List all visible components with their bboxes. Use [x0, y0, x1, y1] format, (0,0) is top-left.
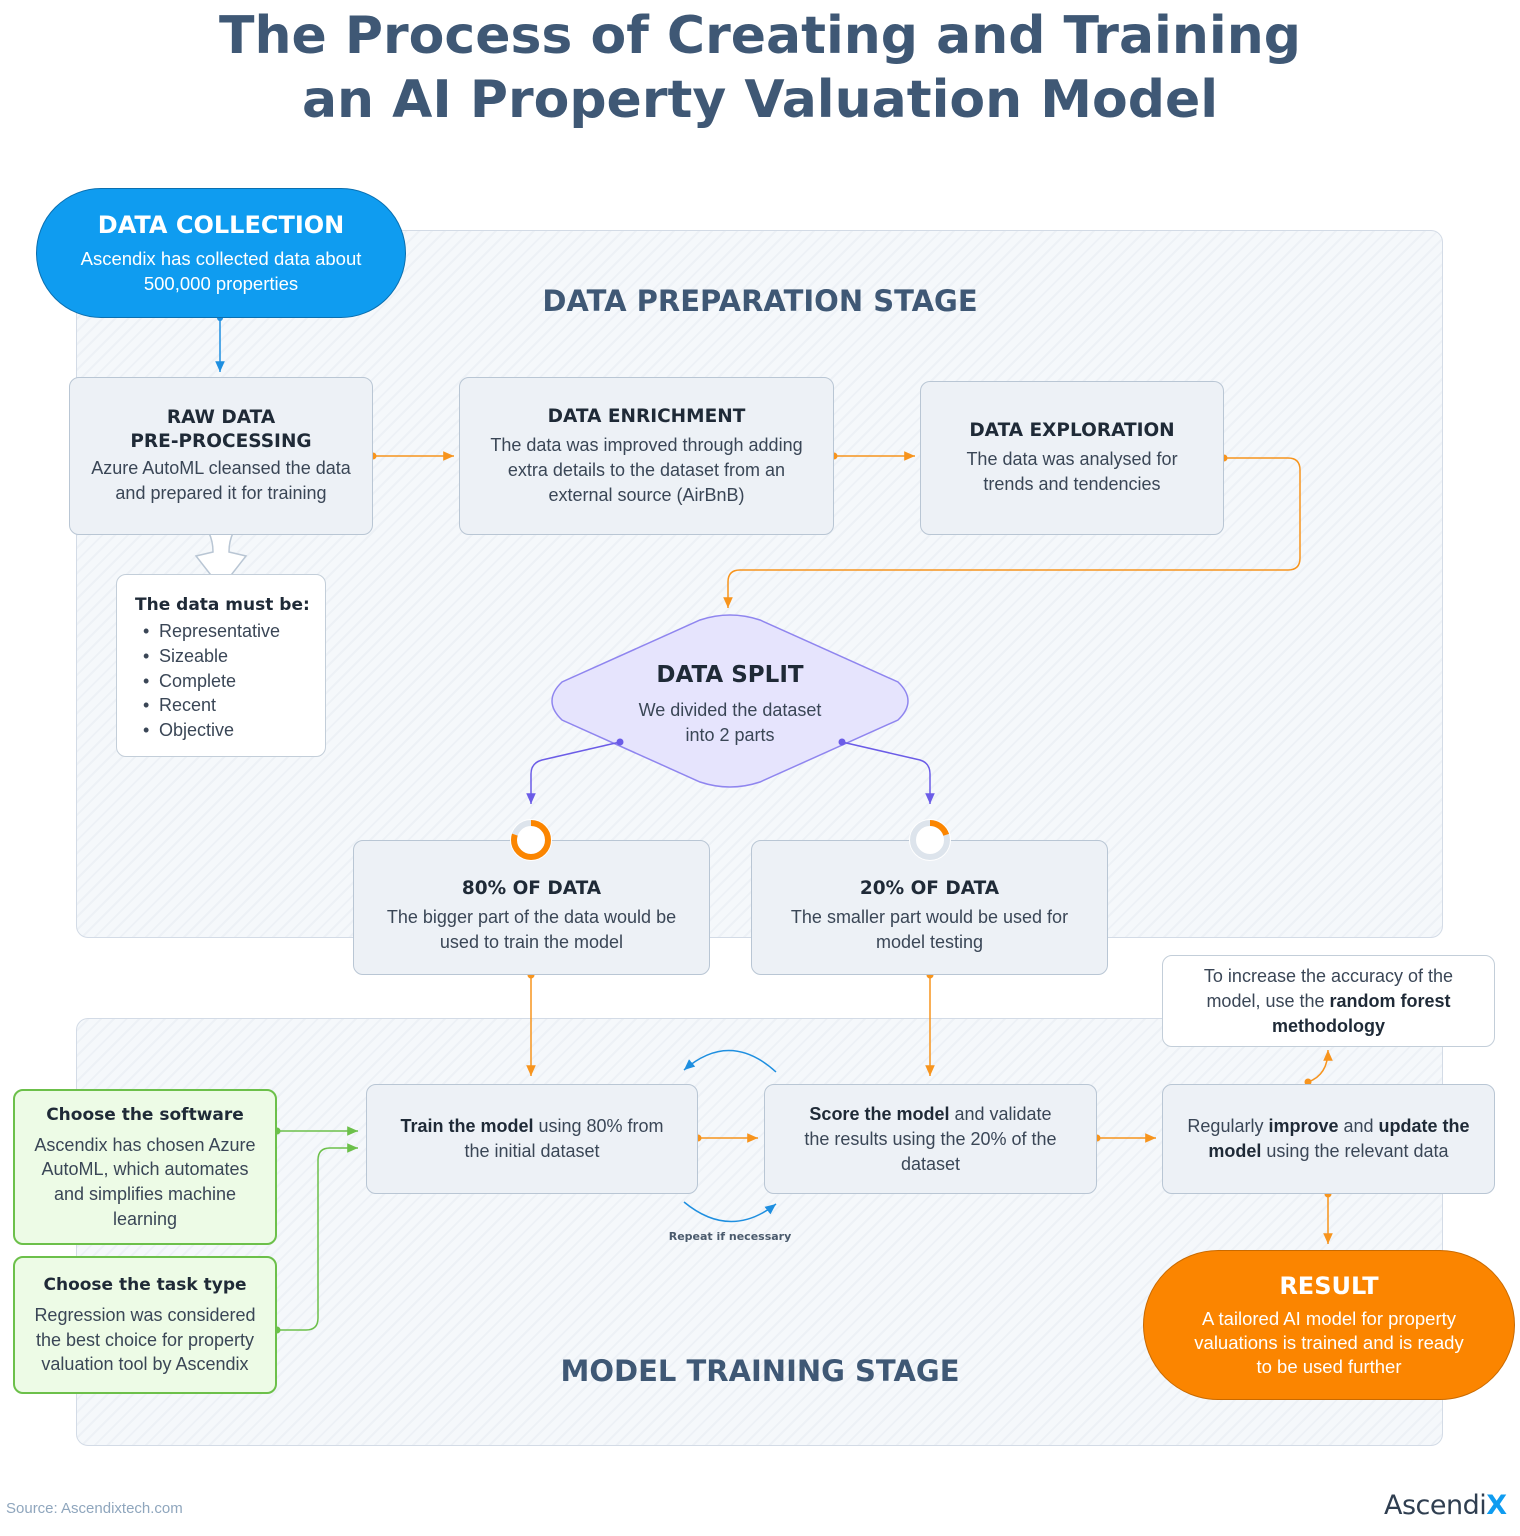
accuracy-note-line-2-bold: random forest [1329, 990, 1451, 1011]
result-heading: RESULT [1279, 1272, 1379, 1300]
train-model-node: Train the model using 80% from the initi… [366, 1084, 698, 1194]
source-credit: Source: Ascendixtech.com [6, 1500, 183, 1517]
requirement-item: Sizeable [135, 644, 325, 669]
split-80-line-2: used to train the model [439, 931, 624, 952]
choose-task-line-3: valuation tool by Ascendix [41, 1354, 249, 1375]
data-collection-line-2: 500,000 properties [143, 273, 299, 294]
data-enrichment-line-2: extra details to the dataset from an [507, 459, 786, 480]
choose-software-heading: Choose the software [46, 1104, 244, 1125]
choose-task-text: Regression was considered the best choic… [34, 1303, 255, 1377]
improve-model-node: Regularly improve and update the model u… [1162, 1084, 1495, 1194]
improve-bold-3: model [1208, 1141, 1262, 1161]
data-exploration-node: DATA EXPLORATION The data was analysed f… [920, 381, 1224, 535]
requirement-item: Objective [135, 718, 325, 743]
improve-bold-2: update the [1378, 1116, 1470, 1136]
result-text: A tailored AI model for property valuati… [1194, 1307, 1463, 1379]
split-80-line-1: The bigger part of the data would be [386, 906, 677, 927]
score-model-line-3: dataset [900, 1153, 961, 1174]
accuracy-note: To increase the accuracy of the model, u… [1162, 955, 1495, 1047]
data-exploration-text: The data was analysed for trends and ten… [966, 447, 1177, 497]
split-20-node: 20% OF DATA The smaller part would be us… [751, 840, 1108, 975]
improve-bold-1: improve [1268, 1116, 1339, 1136]
model-training-stage-title: MODEL TRAINING STAGE [560, 1354, 960, 1388]
score-model-line-2: the results using the 20% of the [804, 1128, 1057, 1149]
split-80-text: The bigger part of the data would be use… [387, 905, 676, 955]
data-exploration-heading: DATA EXPLORATION [969, 420, 1175, 441]
result-node: RESULT A tailored AI model for property … [1143, 1250, 1515, 1400]
train-model-rest: using 80% from [533, 1116, 664, 1136]
choose-task-heading: Choose the task type [43, 1275, 247, 1296]
ascendix-logo: AscendiX [1384, 1490, 1507, 1521]
raw-data-node: RAW DATA PRE-PROCESSING Azure AutoML cle… [69, 377, 373, 535]
raw-data-line-2: and prepared it for training [115, 483, 327, 503]
data-requirements-list: The data must be: Representative Sizeabl… [116, 574, 326, 757]
choose-software-line-3: and simplifies machine [53, 1184, 237, 1204]
title-line-1: The Process of Creating and Training [219, 6, 1301, 66]
improve-mid: and [1338, 1116, 1379, 1136]
logo-x-mark: X [1486, 1490, 1507, 1521]
data-enrichment-text: The data was improved through adding ext… [490, 433, 802, 508]
data-split-node: DATA SPLIT We divided the dataset into 2… [590, 660, 870, 748]
choose-task-line-2: the best choice for property [35, 1329, 255, 1350]
logo-wordmark: Ascendi [1384, 1490, 1487, 1521]
data-enrichment-heading: DATA ENRICHMENT [547, 405, 746, 427]
choose-task-line-1: Regression was considered [34, 1305, 256, 1326]
data-split-line-2: into 2 parts [685, 725, 775, 745]
requirement-item: Representative [135, 619, 325, 644]
data-enrichment-line-1: The data was improved through adding [490, 434, 803, 455]
data-split-heading: DATA SPLIT [656, 662, 804, 688]
split-20-text: The smaller part would be used for model… [791, 905, 1068, 955]
split-20-line-1: The smaller part would be used for [790, 906, 1069, 927]
improve-pre: Regularly [1187, 1116, 1269, 1136]
data-requirements-heading: The data must be: [135, 595, 310, 615]
choose-software-line-2: AutoML, which automates [41, 1159, 249, 1180]
accuracy-note-line-3-bold: methodology [1271, 1015, 1385, 1036]
title-line-2: an AI Property Valuation Model [301, 70, 1219, 130]
data-enrichment-line-3: external source (AirBnB) [548, 484, 745, 505]
repeat-label: Repeat if necessary [668, 1230, 792, 1243]
requirement-item: Complete [135, 669, 325, 694]
data-collection-heading: DATA COLLECTION [97, 211, 345, 239]
raw-data-text: Azure AutoML cleansed the data and prepa… [91, 456, 351, 506]
choose-software-node: Choose the software Ascendix has chosen … [13, 1089, 277, 1245]
train-model-bold: Train the model [400, 1116, 534, 1136]
accuracy-note-line-1: To increase the accuracy of the [1203, 965, 1454, 986]
accuracy-note-line-2-text: model, use the [1206, 990, 1330, 1011]
choose-software-line-1: Ascendix has chosen Azure [34, 1134, 256, 1155]
split-20-heading: 20% OF DATA [859, 877, 1000, 899]
raw-data-heading-1: RAW DATA [166, 407, 276, 428]
result-line-1: A tailored AI model for property [1202, 1308, 1456, 1329]
data-collection-text: Ascendix has collected data about 500,00… [81, 246, 362, 296]
data-exploration-line-1: The data was analysed for [966, 449, 1178, 469]
page-title: The Process of Creating and Training an … [0, 4, 1520, 132]
choose-software-text: Ascendix has chosen Azure AutoML, which … [34, 1133, 255, 1231]
choose-task-node: Choose the task type Regression was cons… [13, 1256, 277, 1394]
data-exploration-line-2: trends and tendencies [983, 474, 1161, 494]
train-model-line-2: the initial dataset [464, 1141, 600, 1161]
result-line-2: valuations is trained and is ready [1194, 1332, 1464, 1353]
split-20-line-2: model testing [875, 931, 984, 952]
raw-data-line-1: Azure AutoML cleansed the data [91, 458, 351, 478]
split-80-node: 80% OF DATA The bigger part of the data … [353, 840, 710, 975]
result-line-3: to be used further [1256, 1356, 1402, 1377]
choose-software-line-4: learning [112, 1208, 178, 1229]
data-split-line-1: We divided the dataset [638, 700, 822, 720]
data-collection-line-1: Ascendix has collected data about [80, 248, 362, 269]
data-collection-node: DATA COLLECTION Ascendix has collected d… [36, 188, 406, 318]
split-80-heading: 80% OF DATA [461, 877, 602, 899]
data-preparation-stage-title: DATA PREPARATION STAGE [542, 284, 978, 318]
data-enrichment-node: DATA ENRICHMENT The data was improved th… [459, 377, 834, 535]
score-model-node: Score the model and validate the results… [764, 1084, 1097, 1194]
score-model-bold: Score the model [809, 1103, 950, 1124]
score-model-rest: and validate [949, 1103, 1052, 1124]
requirement-item: Recent [135, 693, 325, 718]
improve-rest: using the relevant data [1261, 1141, 1449, 1161]
raw-data-heading-2: PRE-PROCESSING [130, 431, 312, 452]
